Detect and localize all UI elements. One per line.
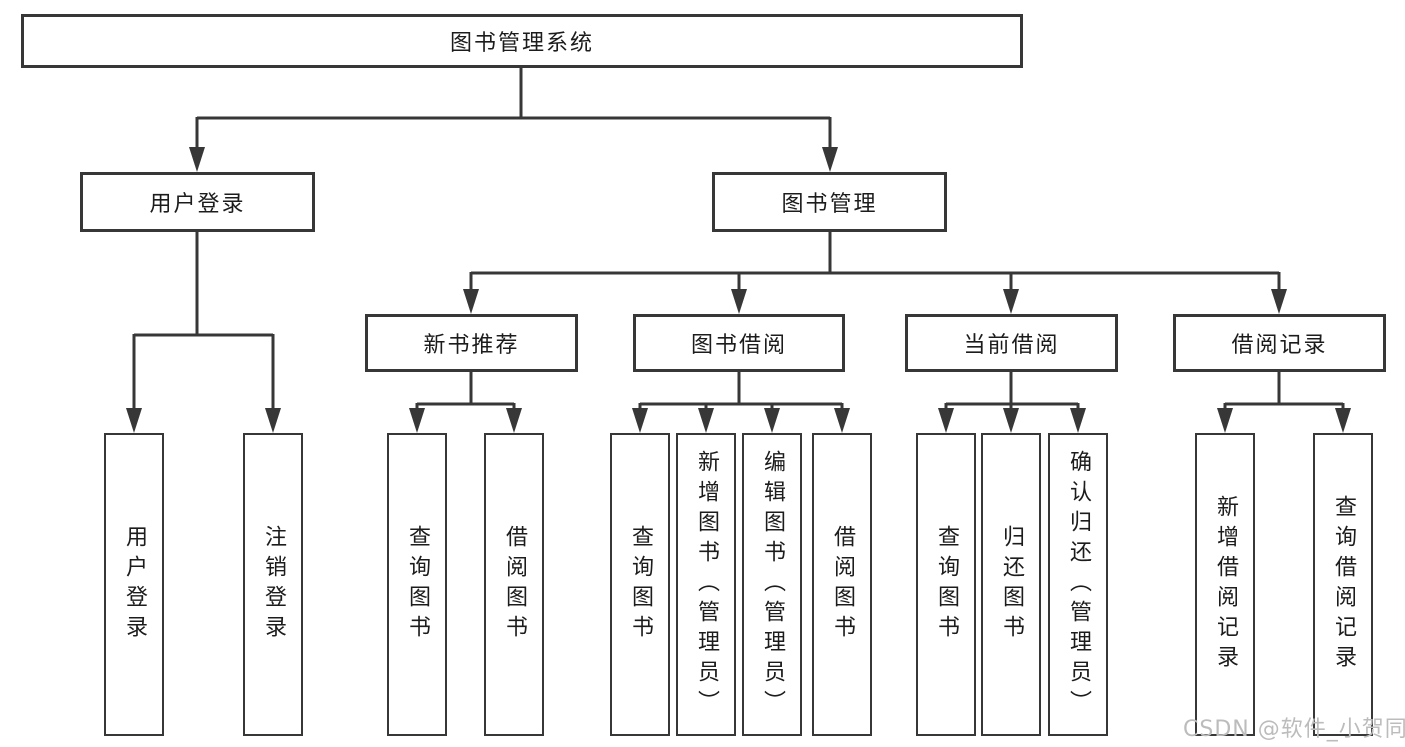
leaf-edit-books-admin: 编辑图书（管理员） (742, 433, 802, 736)
csdn-watermark: CSDN @软件_小贺同学 (1183, 717, 1405, 742)
leaf-add-books-admin: 新增图书（管理员） (676, 433, 736, 736)
leaf-borrow-books: 借阅图书 (812, 433, 872, 736)
node-book-management: 图书管理 (712, 172, 947, 232)
node-new-book-recommend: 新书推荐 (365, 314, 578, 372)
node-user-login: 用户登录 (80, 172, 315, 232)
leaf-query-books-recommend: 查询图书 (387, 433, 447, 736)
node-root-library-system: 图书管理系统 (21, 14, 1023, 68)
leaf-confirm-return-admin: 确认归还（管理员） (1048, 433, 1108, 736)
leaf-logout: 注销登录 (243, 433, 303, 736)
leaf-return-books: 归还图书 (981, 433, 1041, 736)
node-borrow-records: 借阅记录 (1173, 314, 1386, 372)
node-book-borrow: 图书借阅 (633, 314, 845, 372)
node-current-borrow: 当前借阅 (905, 314, 1118, 372)
leaf-add-borrow-record: 新增借阅记录 (1195, 433, 1255, 736)
leaf-query-borrow-record: 查询借阅记录 (1313, 433, 1373, 736)
leaf-query-books-current: 查询图书 (916, 433, 976, 736)
leaf-query-books-borrow: 查询图书 (610, 433, 670, 736)
leaf-borrow-books-recommend: 借阅图书 (484, 433, 544, 736)
leaf-user-login: 用户登录 (104, 433, 164, 736)
arrowheads (126, 147, 1351, 433)
